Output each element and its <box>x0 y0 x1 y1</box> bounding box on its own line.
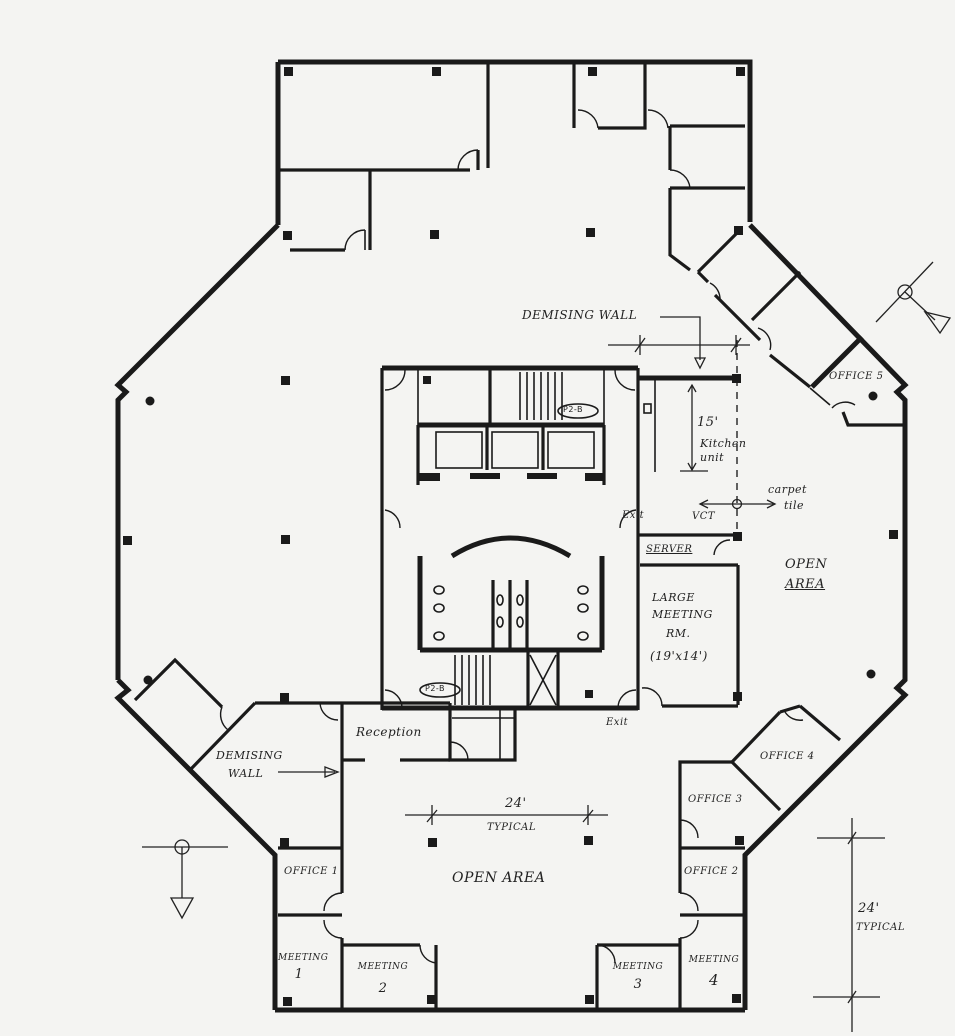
kitchen-dimension-label: 15' <box>697 415 719 430</box>
demising-wall-label-left-2: WALL <box>228 767 264 780</box>
stair-tag-upper: P2-B <box>563 405 584 414</box>
server-room-label: SERVER <box>646 544 693 555</box>
demising-wall-label-top: DEMISING WALL <box>522 308 638 322</box>
east-rooms <box>638 340 777 708</box>
kitchen-label-2: unit <box>700 451 725 464</box>
vct-label: VCT <box>692 511 716 522</box>
dim-24-vertical: 24' <box>858 901 880 916</box>
open-area-bottom-label: OPEN AREA <box>452 870 546 886</box>
open-area-right-label-1: OPEN <box>785 557 828 572</box>
stair-tag-upper-outline <box>557 403 599 419</box>
carpet-tile-label-1: carpet <box>768 483 807 496</box>
dimension-lines <box>405 805 885 1032</box>
structural-columns <box>123 67 898 1006</box>
carpet-tile-label-2: tile <box>784 499 804 512</box>
large-meeting-label-3: RM. <box>666 627 691 640</box>
office-3-label: OFFICE 3 <box>688 794 743 805</box>
meeting-3-label: MEETING <box>612 962 664 972</box>
dim-24-vertical-typical: TYPICAL <box>856 922 905 933</box>
exit-label-upper: Exit <box>622 510 645 521</box>
meeting-2-label: MEETING <box>357 962 409 972</box>
meeting-2-number: 2 <box>378 981 388 996</box>
large-meeting-label-1: LARGE <box>652 591 695 604</box>
large-meeting-label-2: MEETING <box>652 608 713 621</box>
meeting-4-label: MEETING <box>688 955 740 965</box>
office-5-label: OFFICE 5 <box>829 371 884 382</box>
exterior-walls <box>114 59 909 1013</box>
meeting-3-number: 3 <box>633 977 643 992</box>
reception-label: Reception <box>356 725 422 739</box>
office-2-label: OFFICE 2 <box>684 866 739 877</box>
section-marker-right <box>875 261 952 335</box>
meeting-1-label: MEETING <box>278 953 329 963</box>
building-core <box>380 365 640 711</box>
demising-wall-label-left-1: DEMISING <box>216 749 283 762</box>
office-1-label: OFFICE 1 <box>284 866 339 877</box>
dim-24-horizontal-typical: TYPICAL <box>487 822 536 833</box>
large-meeting-label-4: (19'x14') <box>650 649 708 663</box>
open-area-right-label-2: AREA <box>785 577 826 592</box>
section-marker-left <box>142 839 228 920</box>
meeting-4-number: 4 <box>708 971 720 989</box>
demising-wall-top-leader <box>608 316 750 370</box>
stair-tag-lower-outline <box>419 682 461 698</box>
top-rooms <box>280 62 864 389</box>
south-rooms <box>133 657 842 1008</box>
kitchen-label-1: Kitchen <box>700 437 747 450</box>
office-4-label: OFFICE 4 <box>760 751 815 762</box>
office-5-walls <box>809 387 903 427</box>
meeting-1-number: 1 <box>294 967 304 982</box>
exit-label-lower: Exit <box>606 717 629 728</box>
dim-24-horizontal: 24' <box>505 796 527 811</box>
stair-tag-lower: P2-B <box>425 684 446 693</box>
